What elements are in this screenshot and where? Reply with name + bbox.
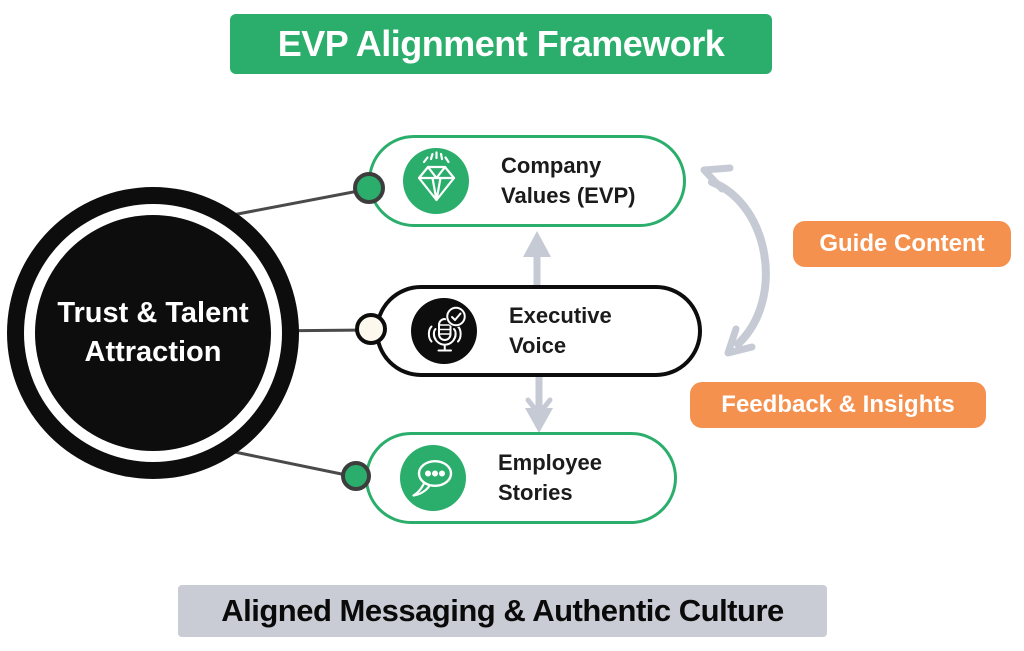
footer-banner: Aligned Messaging & Authentic Culture	[178, 585, 827, 637]
speech-bubble-icon	[400, 445, 466, 511]
hub-label-line1: Trust & Talent	[57, 297, 249, 329]
node-label-line2: Voice	[509, 333, 567, 358]
node-label: Executive Voice	[509, 301, 612, 361]
node-label: Employee Stories	[498, 448, 602, 508]
arrow-down-icon	[525, 370, 553, 433]
node-label-line2: Stories	[498, 480, 573, 505]
node-label: Company Values (EVP)	[501, 151, 636, 211]
feedback-insights-label: Feedback & Insights	[690, 382, 986, 428]
microphone-broadcast-icon	[411, 298, 477, 364]
node-label-line1: Executive	[509, 303, 612, 328]
page-title: EVP Alignment Framework	[230, 14, 772, 74]
connector-dot-company-values	[353, 172, 385, 204]
guide-content-label: Guide Content	[793, 221, 1011, 267]
arrow-up-icon	[523, 231, 551, 291]
connector-dot-executive-voice	[355, 313, 387, 345]
node-employee-stories: Employee Stories	[365, 432, 677, 524]
node-label-line1: Employee	[498, 450, 602, 475]
hub-label-line2: Attraction	[84, 336, 222, 368]
diamond-gem-icon	[403, 148, 469, 214]
node-company-values: Company Values (EVP)	[368, 135, 686, 227]
hub-to-company-values-line	[220, 187, 371, 219]
hub-circle: Trust & Talent Attraction	[35, 215, 271, 451]
node-label-line1: Company	[501, 153, 602, 178]
hub-to-executive-voice-line	[256, 328, 373, 333]
node-label-line2: Values (EVP)	[501, 183, 636, 208]
curved-cycle-arrow-icon	[700, 164, 770, 357]
hub-to-employee-stories-line	[223, 448, 358, 479]
node-executive-voice: Executive Voice	[375, 285, 702, 377]
connector-dot-employee-stories	[341, 461, 371, 491]
